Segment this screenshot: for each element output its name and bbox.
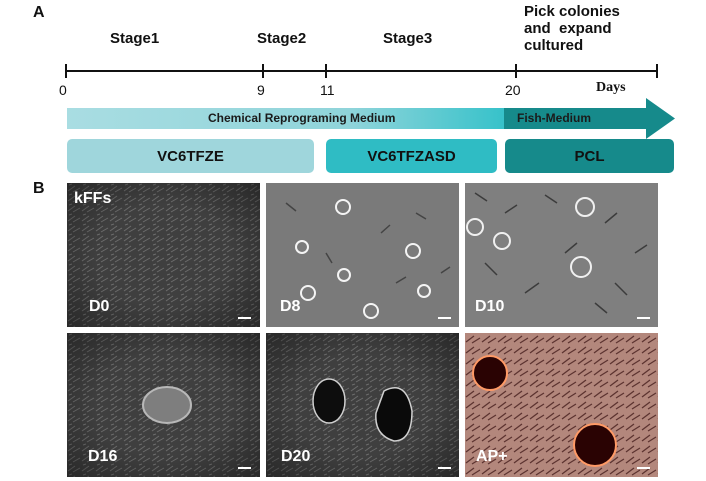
stage2-label: Stage2 [257,30,307,47]
label-d0: D0 [89,298,110,315]
label-ap-positive: AP+ [476,448,508,465]
photo-d16 [67,333,260,477]
pick-line-3: cultured [524,37,584,54]
label-d8: D8 [280,298,301,315]
scale-bar-d0 [238,317,251,319]
box-vc6tfze: VC6TFZE [67,139,314,173]
photo-d10 [465,183,658,327]
chemical-medium-bar [67,108,504,129]
chemical-medium-label: Chemical Reprograming Medium [208,111,396,125]
scale-bar-d20 [438,467,451,469]
photo-d8 [266,183,459,327]
label-d16: D16 [88,448,118,465]
scale-bar-d8 [438,317,451,319]
photo-d20 [266,333,459,477]
label-kffs: kFFs [74,190,112,207]
label-d20: D20 [281,448,311,465]
tick-label-0: 0 [59,82,67,98]
panel-b-letter: B [33,180,45,197]
scale-bar-d10 [637,317,650,319]
pick-line-2: and expand [524,20,612,37]
scale-bar-d16 [238,467,251,469]
fish-medium-arrow [504,98,675,139]
pick-colonies-text: Pick colonies and expand cultured [524,3,620,54]
stage1-label: Stage1 [110,30,160,47]
days-label: Days [596,80,626,95]
pick-line-1: Pick colonies [524,3,620,20]
timeline-axis [65,64,658,78]
scale-bar-ap [637,467,650,469]
tick-label-20: 20 [505,82,521,98]
box-vc6tfzasd: VC6TFZASD [326,139,497,173]
label-d10: D10 [475,298,505,315]
panel-a-letter: A [33,4,45,21]
medium-arrow [67,98,675,139]
tick-label-9: 9 [257,82,265,98]
fish-medium-label: Fish-Medium [517,111,591,125]
tick-label-11: 11 [320,82,335,98]
photo-ap-positive [465,333,658,477]
box-pcl: PCL [505,139,674,173]
photo-d0 [67,183,260,327]
stage3-label: Stage3 [383,30,433,47]
